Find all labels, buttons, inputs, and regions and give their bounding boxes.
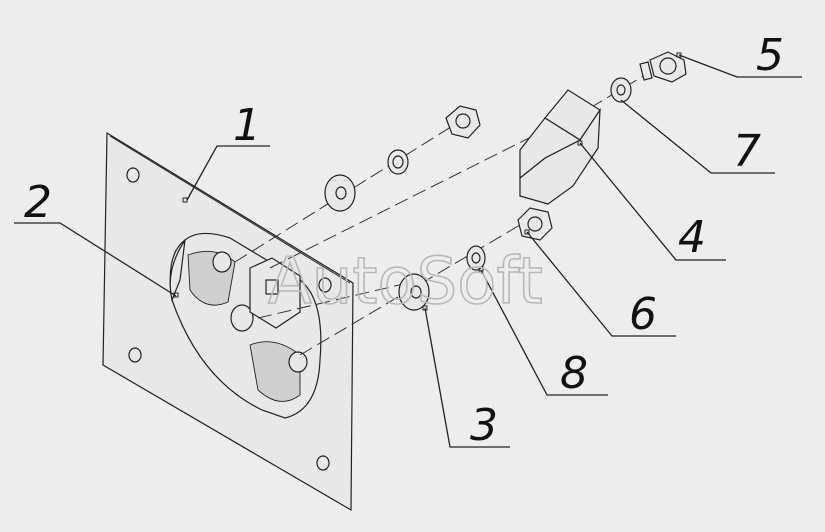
watermark: AutoSoft [268,245,543,319]
nut-6 [517,207,553,241]
bolt [639,51,687,83]
washer-7 [610,77,632,103]
angle-clip [519,89,601,205]
upper-fastener-set [324,105,481,212]
label-8: 8 [560,348,588,399]
washer-3 [398,273,430,311]
lock-washer-8 [466,245,486,272]
label-6: 6 [629,289,657,340]
label-3: 3 [470,400,498,451]
callout-labels: 1 2 3 4 5 6 7 8 [24,30,784,451]
label-7: 7 [733,126,761,177]
flange-bracket [169,232,322,419]
label-5: 5 [756,30,784,81]
label-1: 1 [233,100,261,151]
label-2: 2 [24,177,52,228]
leader-lines [14,54,802,448]
label-4: 4 [678,212,706,263]
